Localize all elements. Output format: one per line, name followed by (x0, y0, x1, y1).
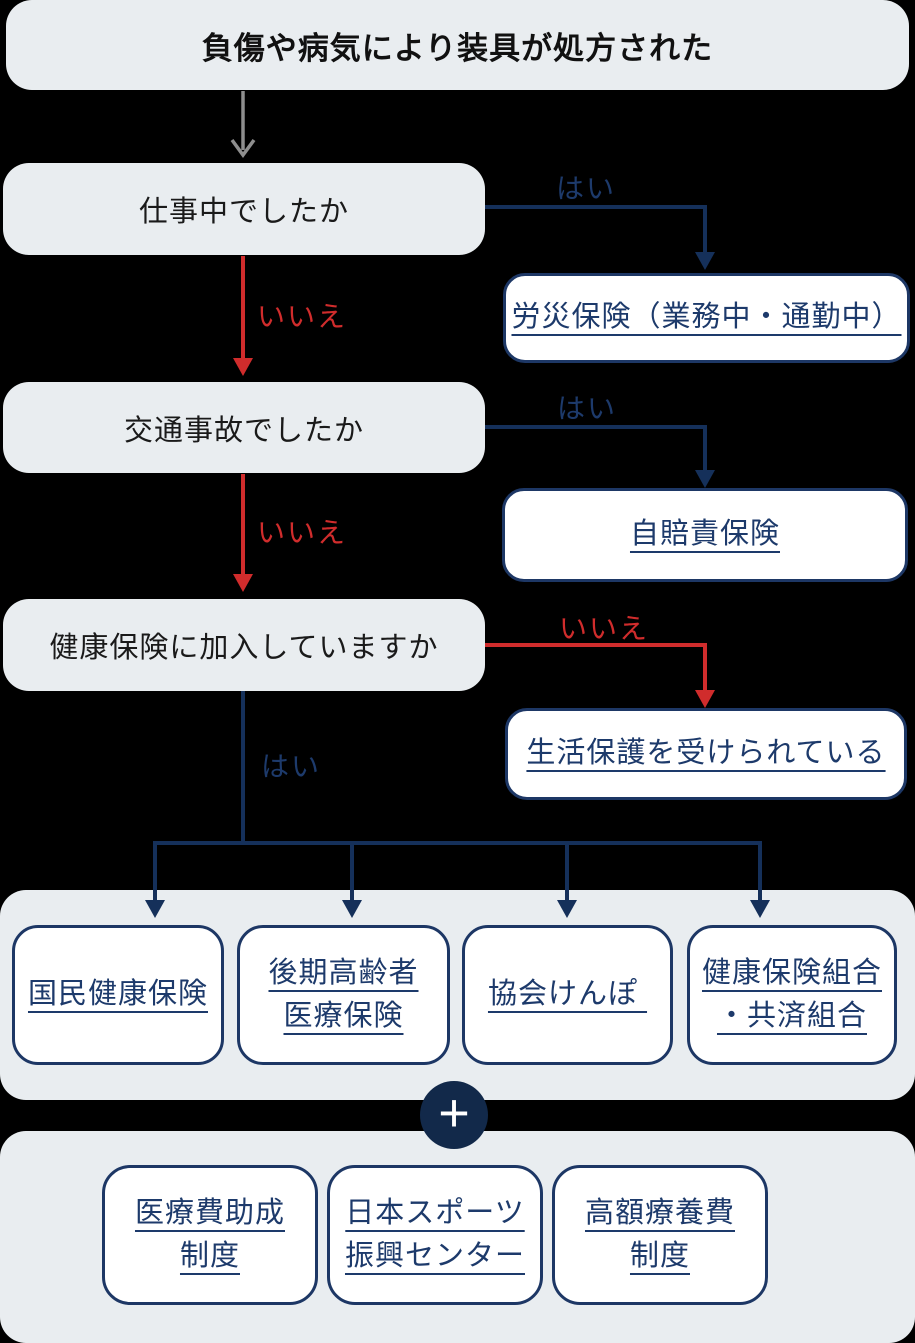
public-assistance-link[interactable]: 生活保護を受けられている (526, 737, 886, 770)
q2-no-label: いいえ (257, 517, 348, 548)
q3-no-label: いいえ (559, 613, 650, 644)
option-kyokai-kenpo: 協会けんぽ (462, 925, 673, 1065)
plus-icon: + (420, 1081, 488, 1149)
q2-yes-label: はい (557, 393, 618, 424)
result-compulsory-auto-insurance: 自賠責保険 (502, 488, 908, 582)
support-japan-sport-council: 日本スポーツ 振興センター (327, 1165, 543, 1305)
support-medical-expense-subsidy: 医療費助成 制度 (102, 1165, 318, 1305)
q2-no-arrowhead-icon (233, 574, 253, 592)
q2-yes-line (485, 425, 707, 472)
q3-no-arrowhead-icon (695, 690, 715, 708)
q1-no-arrowhead-icon (233, 358, 253, 376)
support-high-cost-medical-care: 高額療養費 制度 (552, 1165, 768, 1305)
compulsory-auto-insurance-link[interactable]: 自賠責保険 (629, 518, 780, 551)
workers-compensation-link[interactable]: 労災保険（業務中・通勤中） (511, 301, 902, 334)
option-late-elderly-medical-insurance: 後期高齢者 医療保険 (237, 925, 450, 1065)
health-insurance-society-link[interactable]: 健康保険組合 ・共済組合 (701, 956, 882, 1033)
start-node: 負傷や病気により装具が処方された (6, 0, 909, 90)
question-at-work-text: 仕事中でしたか (138, 196, 349, 228)
national-health-insurance-link[interactable]: 国民健康保険 (27, 978, 208, 1011)
q1-yes-arrowhead-icon (695, 252, 715, 270)
q2-yes-arrowhead-icon (695, 470, 715, 488)
result-public-assistance: 生活保護を受けられている (505, 708, 907, 800)
plus-symbol: + (438, 1083, 470, 1143)
start-arrowhead-icon (230, 138, 256, 158)
question-health-insurance-text: 健康保険に加入していますか (49, 632, 439, 664)
question-traffic-accident-text: 交通事故でしたか (123, 414, 364, 447)
result-workers-compensation: 労災保険（業務中・通勤中） (503, 273, 910, 363)
question-health-insurance: 健康保険に加入していますか (3, 599, 485, 691)
q3-yes-label: はい (261, 751, 322, 782)
start-title: 負傷や病気により装具が処方された (201, 30, 714, 66)
q1-no-label: いいえ (257, 301, 348, 332)
q1-yes-line (485, 205, 707, 254)
high-cost-medical-care-link[interactable]: 高額療養費 制度 (584, 1196, 735, 1273)
q3-no-line (485, 643, 707, 692)
medical-expense-subsidy-link[interactable]: 医療費助成 制度 (134, 1196, 285, 1273)
option-national-health-insurance: 国民健康保険 (12, 925, 224, 1065)
question-at-work: 仕事中でしたか (3, 163, 485, 255)
japan-sport-council-link[interactable]: 日本スポーツ 振興センター (344, 1196, 525, 1273)
question-traffic-accident: 交通事故でしたか (3, 382, 485, 473)
q1-yes-label: はい (556, 173, 617, 204)
kyokai-kenpo-link[interactable]: 協会けんぽ (487, 978, 648, 1011)
late-elderly-medical-insurance-link[interactable]: 後期高齢者 医療保険 (268, 956, 419, 1033)
option-health-insurance-society: 健康保険組合 ・共済組合 (687, 925, 897, 1065)
